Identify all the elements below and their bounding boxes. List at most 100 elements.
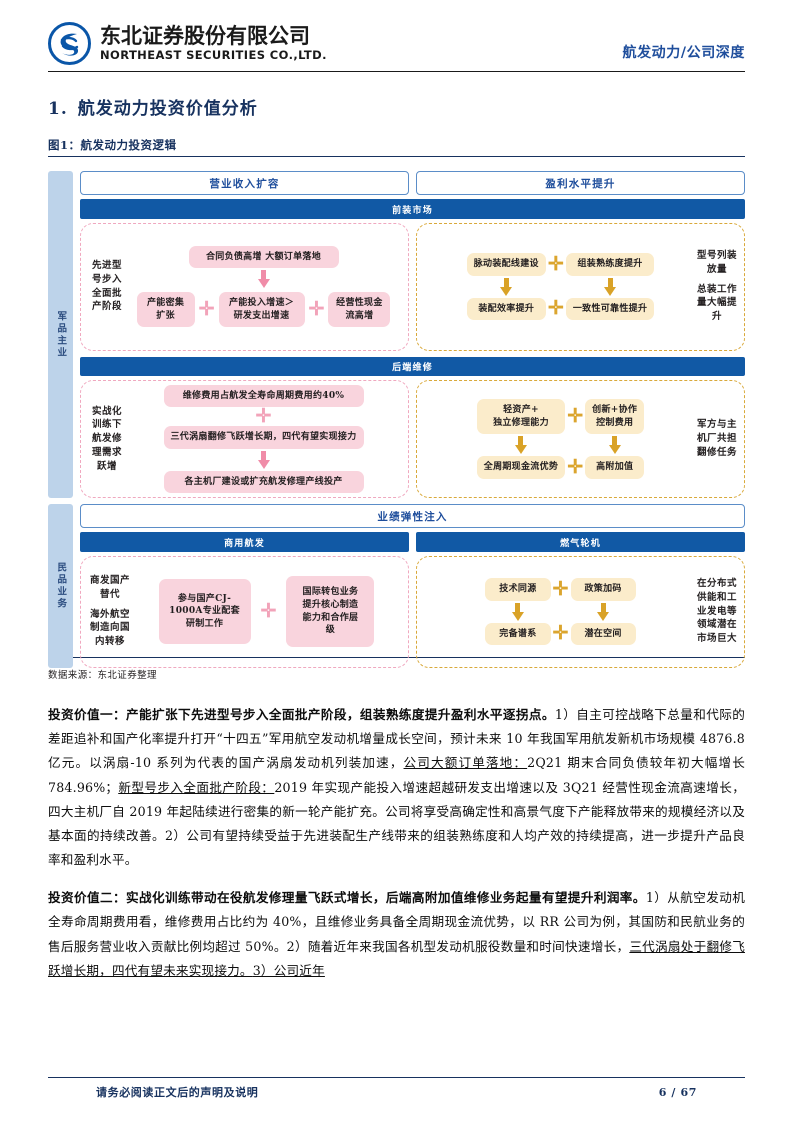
front-market-chip-row: 产能密集扩张 ✛ 产能投入增速＞研发支出增速 ✛ 经营性现金流高增 xyxy=(126,292,401,328)
para1-rest-a: 1）自主可控战略下总量和代际的差距追补和国产化率提升打开“十四五”军用航空发动机… xyxy=(48,707,745,771)
chip-consistency-reliability: 一致性可靠性提升 xyxy=(565,297,655,321)
plus-icon: ✛ xyxy=(255,405,272,428)
bar-aftermarket: 后端维修 xyxy=(80,356,745,376)
front-market-revenue-panel: 先进型号步入全面批产阶段 合同负债高增 大额订单落地 产能密集扩张 ✛ 产能投入… xyxy=(80,222,409,351)
para2-rest-b: 3）公司近年 xyxy=(252,962,325,978)
section-title-text: 航发动力投资价值分析 xyxy=(77,99,258,119)
arrow-down-icon xyxy=(608,436,621,455)
aftermarket-value-flow: 轻资产+ 独立修理能力 ✛ 创新+协作 控制费用 xyxy=(424,399,697,479)
front-market-profit-flow: 脉动装配线建设 ✛ 组装熟练度提升 装配效率提升 ✛ 一致性可靠性提升 xyxy=(424,252,697,321)
chip-line: 能力和合作层 xyxy=(302,612,359,623)
gas-turbine-grid: 技术同源 ✛ 政策加码 完备谱系 ✛ 潜在空间 xyxy=(485,577,636,646)
aftermarket-left-vertical-label: 实战化训练下航发修理需求跃增 xyxy=(88,405,126,474)
figure-caption-divider xyxy=(48,156,745,157)
para1-rest-b: 2Q21 期末合同负债较年初大幅增长 784.96%； xyxy=(48,755,745,795)
chip-line: 轻资产+ xyxy=(503,405,539,416)
arrow-down-icon xyxy=(500,277,513,296)
chip-high-value-added: 高附加值 xyxy=(585,456,645,479)
chip-line: 参与国产CJ- xyxy=(177,593,232,604)
chip-cj1000a-program: 参与国产CJ- 1000A专业配套 研制工作 xyxy=(158,578,251,645)
side-label-military: 军品主业 xyxy=(48,171,73,498)
chip-innovation-collaboration: 创新+协作 控制费用 xyxy=(585,399,645,435)
header-tag: 航发动力/公司深度 xyxy=(622,45,745,61)
civil-capsule-row: 业绩弹性注入 xyxy=(80,504,745,528)
plus-icon: ✛ xyxy=(198,298,215,321)
paragraph-investment-value-one: 投资价值一：产能扩张下先进型号步入全面批产阶段，组装熟练度提升盈利水平逐拐点。1… xyxy=(48,703,745,872)
chip-line: 级 xyxy=(325,625,336,636)
chip-capex-vs-rnd: 产能投入增速＞研发支出增速 xyxy=(218,292,305,328)
plus-icon: ✛ xyxy=(567,405,584,428)
brand-name-en: NORTHEAST SECURITIES CO.,LTD. xyxy=(100,47,327,62)
investment-logic-diagram: 军品主业 营业收入扩容 盈利水平提升 前装市场 先进型号步入全面批产阶段 xyxy=(48,171,745,668)
front-market-left-vertical-label: 先进型号步入全面批产阶段 xyxy=(88,259,126,314)
military-band: 军品主业 营业收入扩容 盈利水平提升 前装市场 先进型号步入全面批产阶段 xyxy=(48,171,745,498)
northeast-securities-logo-icon xyxy=(48,22,91,65)
brand-block: 东北证券股份有限公司 NORTHEAST SECURITIES CO.,LTD. xyxy=(48,22,327,65)
footer-row: 请务必阅读正文后的声明及说明 6 / 67 xyxy=(48,1084,745,1100)
front-market-banner-group: 合同负债高增 大额订单落地 xyxy=(126,245,401,291)
aftermarket-right-vertical-label: 军方与主机厂共担翻修任务 xyxy=(697,418,737,459)
gas-turbine-vertical-text: 在分布式供能和工业发电等领域潜在市场巨大 xyxy=(697,578,738,645)
paragraph-investment-value-two: 投资价值二：实战化训练带动在役航发修理量飞跃式增长，后端高附加值维修业务起量有望… xyxy=(48,886,745,983)
chip-assembly-efficiency: 装配效率提升 xyxy=(466,297,546,321)
chip-contract-liability: 合同负债高增 大额订单落地 xyxy=(188,245,339,269)
plus-icon: ✛ xyxy=(547,252,564,275)
commercial-vertical-label: 商发国产替代 海外航空制造向国内转移 xyxy=(88,574,132,649)
para2-underline-1: 三代涡扇处于翻修飞跃增长期，四代有望未来实现接力。 xyxy=(48,938,745,978)
chip-line: 提升核心制造 xyxy=(302,599,359,610)
chip-asset-light-repair: 轻资产+ 独立修理能力 xyxy=(476,399,566,435)
plus-icon: ✛ xyxy=(260,600,277,622)
figure-source: 数据来源：东北证券整理 xyxy=(48,670,157,681)
commercial-chip-row: 参与国产CJ- 1000A专业配套 研制工作 ✛ 国际转包业务 提升核心制造 能… xyxy=(132,576,401,647)
civil-bar-row: 商用航发 燃气轮机 xyxy=(80,532,745,552)
front-market-left-vertical-text: 先进型号步入全面批产阶段 xyxy=(91,259,122,313)
chip-line: 独立修理能力 xyxy=(493,417,549,428)
plus-icon: ✛ xyxy=(308,298,325,321)
para2-lead: 投资价值二：实战化训练带动在役航发修理量飞跃式增长，后端高附加值维修业务起量有望… xyxy=(48,890,646,906)
chip-potential-space: 潜在空间 xyxy=(570,622,636,646)
top-capsule-row: 营业收入扩容 盈利水平提升 xyxy=(80,171,745,195)
bar-gas-turbine: 燃气轮机 xyxy=(416,532,745,552)
footer-disclaimer: 请务必阅读正文后的声明及说明 xyxy=(96,1086,259,1099)
para1-underline-1: 公司大额订单落地： xyxy=(403,755,528,771)
side-label-civil: 民品业务 xyxy=(48,504,73,668)
page-title: 1.航发动力投资价值分析 xyxy=(48,94,745,119)
front-market-panels: 先进型号步入全面批产阶段 合同负债高增 大额订单落地 产能密集扩张 ✛ 产能投入… xyxy=(80,222,745,351)
plus-icon: ✛ xyxy=(552,577,569,600)
chip-policy-support: 政策加码 xyxy=(570,577,636,601)
commercial-flow: 参与国产CJ- 1000A专业配套 研制工作 ✛ 国际转包业务 提升核心制造 能… xyxy=(132,576,401,647)
chip-line: 国际转包业务 xyxy=(302,587,359,598)
bar-commercial-aeroengine: 商用航发 xyxy=(80,532,409,552)
aftermarket-value-panel: 轻资产+ 独立修理能力 ✛ 创新+协作 控制费用 xyxy=(416,380,745,498)
page-footer: 请务必阅读正文后的声明及说明 6 / 67 xyxy=(48,1077,745,1100)
arrow-down-icon xyxy=(511,602,524,621)
arrow-down-icon xyxy=(604,277,617,296)
chip-operating-cashflow: 经营性现金流高增 xyxy=(328,292,391,328)
capsule-revenue-expansion: 营业收入扩容 xyxy=(80,171,409,195)
chip-tech-homology: 技术同源 xyxy=(485,577,551,601)
arrow-down-icon xyxy=(514,436,527,455)
chip-complete-product-family: 完备谱系 xyxy=(485,622,551,646)
plus-icon: ✛ xyxy=(552,622,569,645)
aftermarket-panels: 实战化训练下航发修理需求跃增 维修费用占航发全寿命周期费用约40% ✛ 三代涡扇… xyxy=(80,380,745,498)
commercial-aeroengine-panel: 商发国产替代 海外航空制造向国内转移 参与国产CJ- 1000A专业配套 研制工… xyxy=(80,555,409,668)
arrow-down-icon xyxy=(257,450,270,469)
body-text: 投资价值一：产能扩张下先进型号步入全面批产阶段，组装熟练度提升盈利水平逐拐点。1… xyxy=(48,703,745,983)
chip-line: 1000A专业配套 xyxy=(169,606,240,617)
front-market-profit-panel: 脉动装配线建设 ✛ 组装熟练度提升 装配效率提升 ✛ 一致性可靠性提升 xyxy=(416,222,745,351)
chip-third-gen-overhaul: 三代涡扇翻修飞跃增长期，四代有望实现接力 xyxy=(163,426,364,449)
chip-international-subcontract: 国际转包业务 提升核心制造 能力和合作层 级 xyxy=(286,576,375,647)
arrow-down-icon xyxy=(257,270,270,289)
chip-line: 研制工作 xyxy=(185,618,224,629)
page-header: 东北证券股份有限公司 NORTHEAST SECURITIES CO.,LTD.… xyxy=(48,0,745,69)
capsule-profit-improvement: 盈利水平提升 xyxy=(416,171,745,195)
figure-caption: 图1：航发动力投资逻辑 xyxy=(48,138,177,152)
gas-turbine-vertical-label: 在分布式供能和工业发电等领域潜在市场巨大 xyxy=(697,577,737,646)
chip-assembly-proficiency: 组装熟练度提升 xyxy=(565,252,655,276)
military-band-body: 营业收入扩容 盈利水平提升 前装市场 先进型号步入全面批产阶段 合同负债高 xyxy=(80,171,745,498)
footer-divider xyxy=(48,1077,745,1078)
chip-pulse-assembly-line: 脉动装配线建设 xyxy=(466,252,546,276)
aftermarket-left-vertical-text: 实战化训练下航发修理需求跃增 xyxy=(91,405,122,472)
gas-turbine-flow: 技术同源 ✛ 政策加码 完备谱系 ✛ 潜在空间 xyxy=(424,577,697,646)
value-grid: 轻资产+ 独立修理能力 ✛ 创新+协作 控制费用 xyxy=(476,399,645,479)
